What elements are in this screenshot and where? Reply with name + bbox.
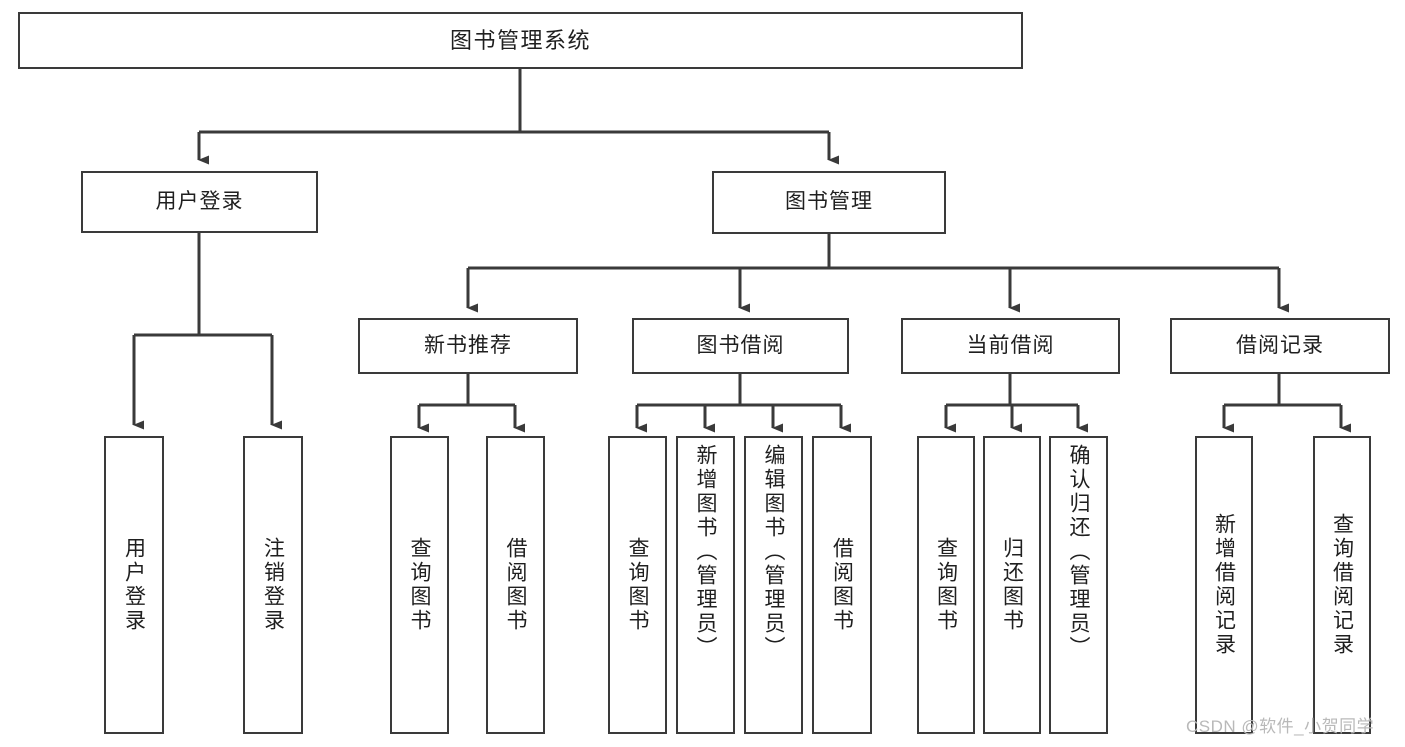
leaf-logout-label: 注销登录 xyxy=(261,537,285,633)
node-new-book-recommend[interactable]: 新书推荐 xyxy=(358,318,578,374)
leaf-borrow-book-bb-label: 借阅图书 xyxy=(830,537,854,633)
leaf-query-book-cb[interactable]: 查询图书 xyxy=(917,436,975,734)
leaf-query-book-cb-label: 查询图书 xyxy=(934,537,958,633)
leaf-borrow-book-bb[interactable]: 借阅图书 xyxy=(812,436,872,734)
leaf-return-book[interactable]: 归还图书 xyxy=(983,436,1041,734)
node-borrow-record-label: 借阅记录 xyxy=(1236,333,1324,357)
leaf-return-book-label: 归还图书 xyxy=(1000,537,1024,633)
leaf-logout[interactable]: 注销登录 xyxy=(243,436,303,734)
leaf-borrow-book-nb-label: 借阅图书 xyxy=(504,537,527,633)
leaf-add-book-admin[interactable]: 新增图书（管理员） xyxy=(676,436,735,734)
leaf-user-login[interactable]: 用户登录 xyxy=(104,436,164,734)
leaf-add-borrow-record-label: 新增借阅记录 xyxy=(1212,513,1236,657)
csdn-watermark: CSDN @软件_小贺同学 xyxy=(1186,717,1375,736)
leaf-query-book-nb-label: 查询图书 xyxy=(408,537,431,633)
leaf-query-book-bb-label: 查询图书 xyxy=(626,537,649,633)
leaf-borrow-book-nb[interactable]: 借阅图书 xyxy=(486,436,545,734)
node-root-label: 图书管理系统 xyxy=(449,27,591,53)
node-book-borrow-label: 图书借阅 xyxy=(696,333,785,357)
leaf-edit-book-admin[interactable]: 编辑图书（管理员） xyxy=(744,436,803,734)
leaf-add-book-admin-label: 新增图书（管理员） xyxy=(694,444,717,660)
leaf-confirm-return-admin-label: 确认归还（管理员） xyxy=(1067,444,1090,660)
node-new-book-recommend-label: 新书推荐 xyxy=(424,333,512,357)
leaf-add-borrow-record[interactable]: 新增借阅记录 xyxy=(1195,436,1253,734)
leaf-query-book-bb[interactable]: 查询图书 xyxy=(608,436,667,734)
node-user-login-label: 用户登录 xyxy=(155,189,244,213)
node-root-book-management-system[interactable]: 图书管理系统 xyxy=(18,12,1023,69)
node-book-borrow[interactable]: 图书借阅 xyxy=(632,318,849,374)
node-book-management-label: 图书管理 xyxy=(785,190,873,214)
leaf-query-borrow-record[interactable]: 查询借阅记录 xyxy=(1313,436,1371,734)
leaf-query-book-nb[interactable]: 查询图书 xyxy=(390,436,449,734)
node-user-login[interactable]: 用户登录 xyxy=(81,171,318,233)
leaf-edit-book-admin-label: 编辑图书（管理员） xyxy=(762,444,785,660)
leaf-query-borrow-record-label: 查询借阅记录 xyxy=(1330,513,1354,657)
node-current-borrow-label: 当前借阅 xyxy=(966,333,1055,357)
node-borrow-record[interactable]: 借阅记录 xyxy=(1170,318,1390,374)
node-current-borrow[interactable]: 当前借阅 xyxy=(901,318,1120,374)
node-book-management[interactable]: 图书管理 xyxy=(712,171,946,234)
leaf-confirm-return-admin[interactable]: 确认归还（管理员） xyxy=(1049,436,1108,734)
leaf-user-login-label: 用户登录 xyxy=(122,537,146,633)
